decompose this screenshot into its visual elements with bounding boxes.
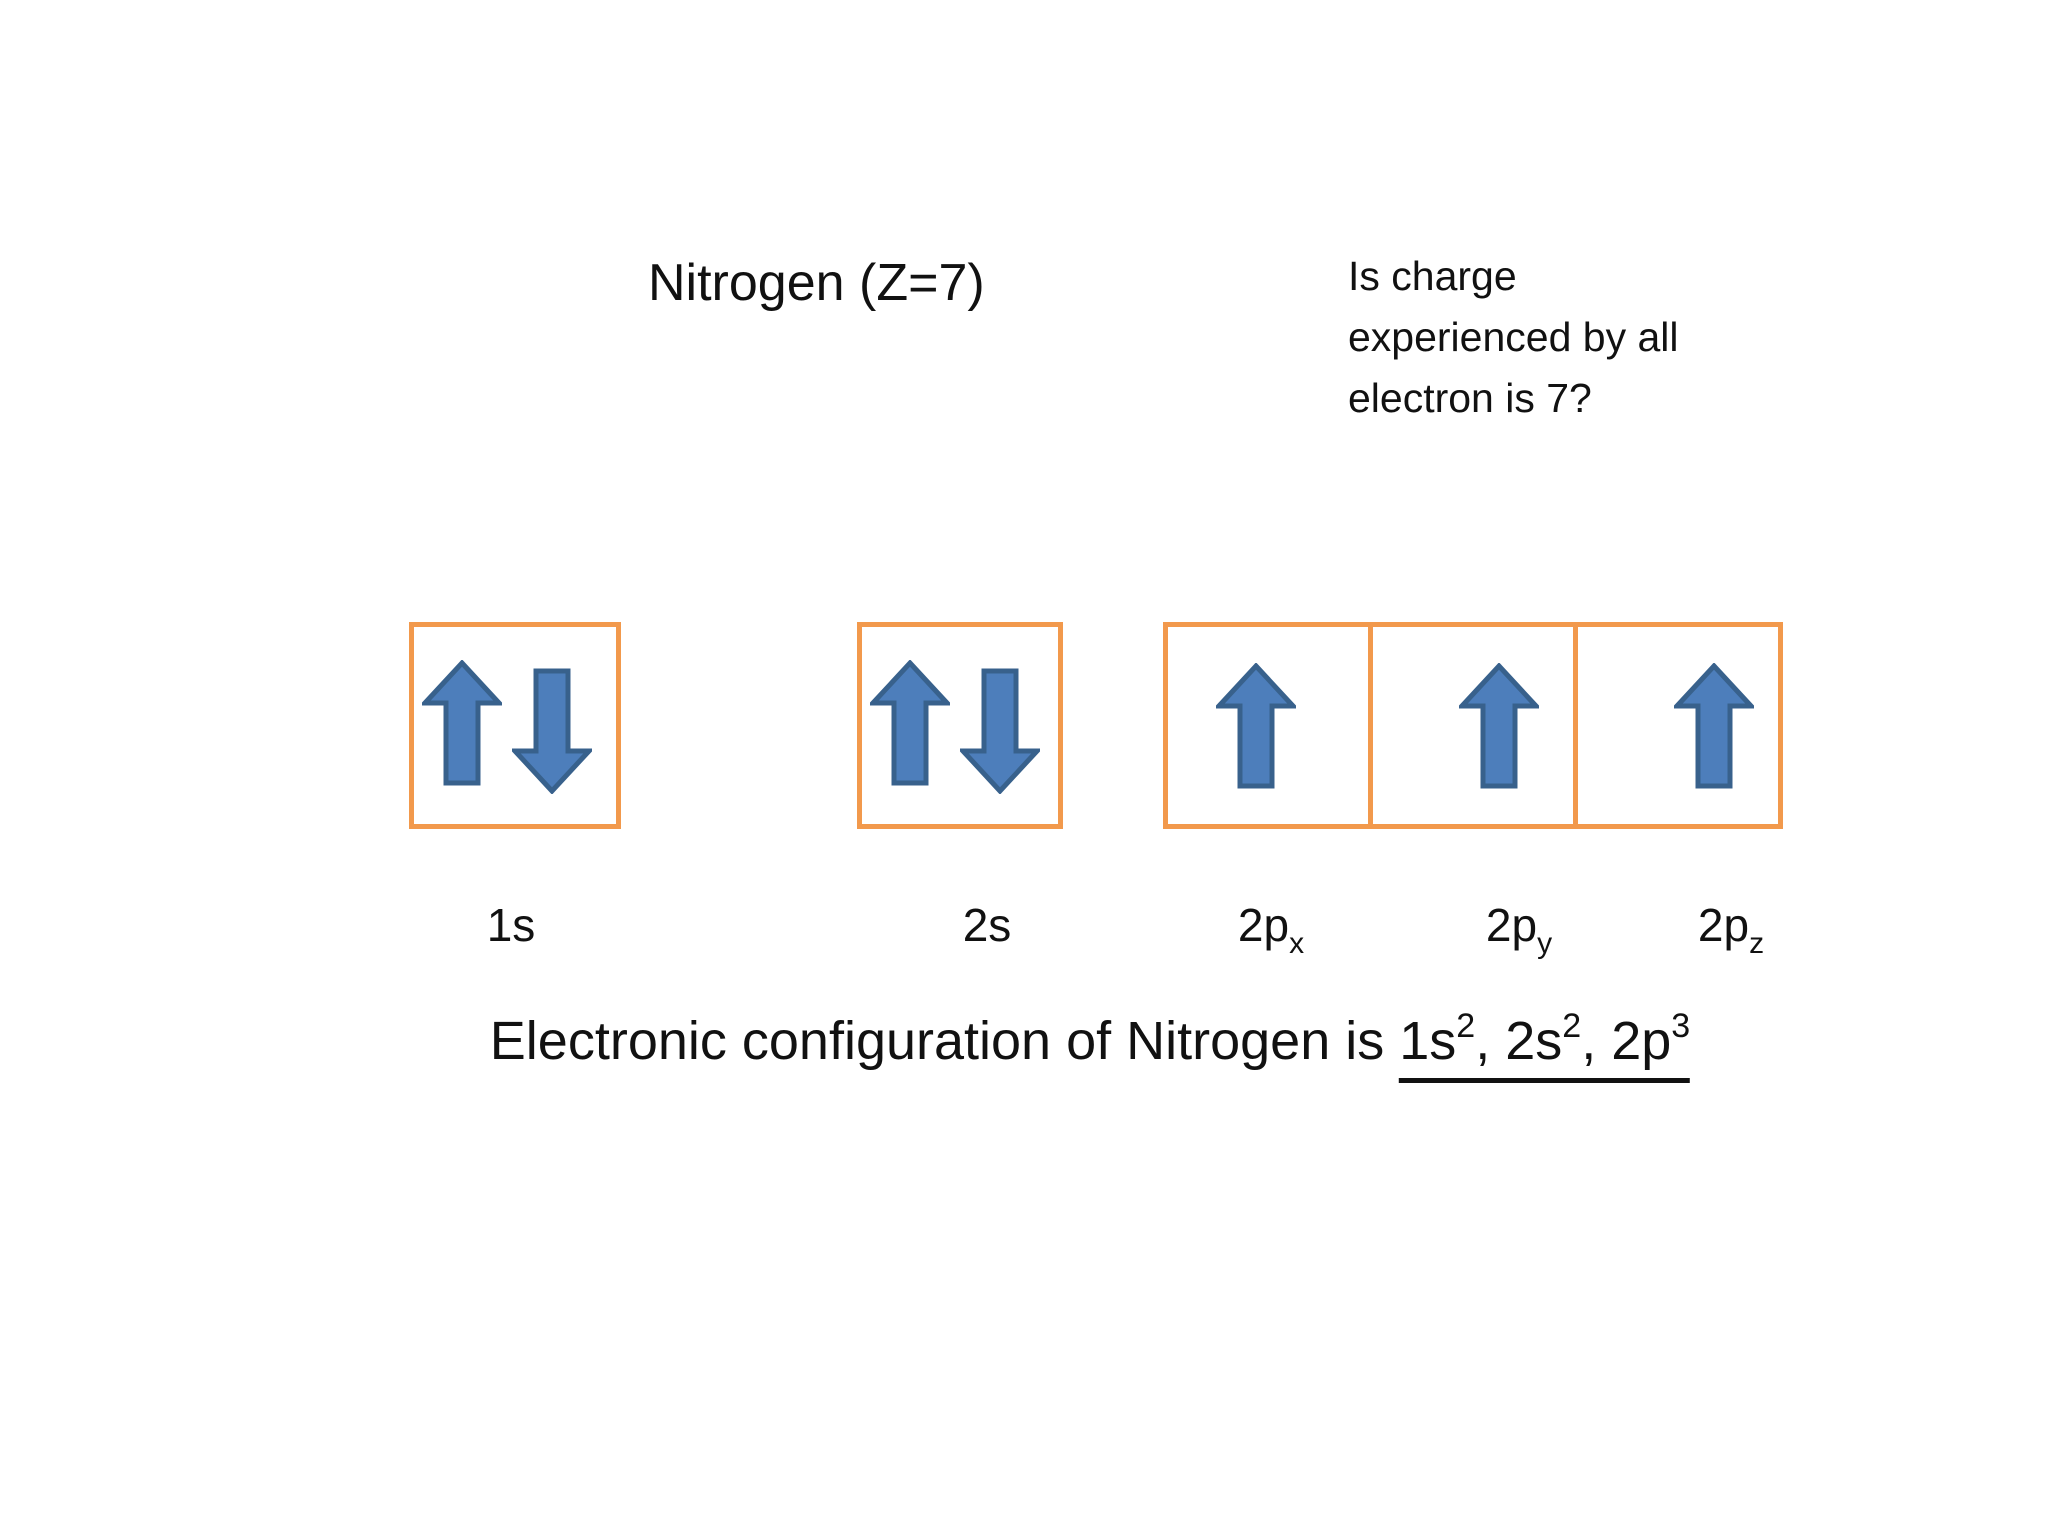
label-main: 2p — [1485, 899, 1538, 951]
label-main: 2p — [1697, 899, 1750, 951]
orbital-cell-2px — [1168, 627, 1368, 824]
spin-up-arrow-icon — [870, 660, 950, 786]
caption-configuration-underlined: 1s2, 2s2, 2p3 — [1399, 1006, 1691, 1084]
orbital-cell-2py — [1368, 627, 1573, 824]
label-main: 1s — [486, 899, 536, 951]
label-sub: x — [1289, 927, 1305, 960]
label-2py: 2py — [1485, 898, 1552, 960]
slide-title: Nitrogen (Z=7) — [648, 254, 985, 312]
config-superscript: 2 — [1456, 1007, 1476, 1045]
caption-prefix: Electronic configuration of Nitrogen is — [489, 1011, 1400, 1071]
label-1s: 1s — [487, 898, 536, 953]
orbital-box-1s — [409, 622, 621, 829]
label-main: 2s — [962, 899, 1012, 951]
config-base: 1s — [1399, 1011, 1457, 1071]
label-main: 2p — [1237, 899, 1290, 951]
question-line: Is charge — [1348, 253, 1517, 299]
spin-up-arrow-icon — [1459, 663, 1539, 789]
orbital-box-2s — [857, 622, 1063, 829]
config-base: 2p — [1611, 1011, 1672, 1071]
config-superscript: 3 — [1671, 1007, 1691, 1045]
question-note: Is charge experienced by all electron is… — [1348, 246, 1678, 429]
spin-down-arrow-icon — [960, 668, 1040, 794]
label-2s: 2s — [963, 898, 1012, 953]
config-separator: , — [1475, 1011, 1506, 1071]
question-line: electron is 7? — [1348, 375, 1592, 421]
orbital-cell-2pz — [1573, 627, 1778, 824]
config-superscript: 2 — [1562, 1007, 1582, 1045]
label-sub: z — [1749, 927, 1765, 960]
orbital-box-2p-group — [1163, 622, 1783, 829]
label-sub: y — [1537, 927, 1553, 960]
label-2pz: 2pz — [1697, 898, 1764, 960]
spin-down-arrow-icon — [512, 668, 592, 794]
spin-up-arrow-icon — [422, 660, 502, 786]
config-base: 2s — [1505, 1011, 1563, 1071]
label-2px: 2px — [1237, 898, 1304, 960]
config-separator: , — [1581, 1011, 1612, 1071]
question-line: experienced by all — [1348, 314, 1679, 360]
spin-up-arrow-icon — [1216, 663, 1296, 789]
spin-up-arrow-icon — [1674, 663, 1754, 789]
caption: Electronic configuration of Nitrogen is … — [489, 1006, 1691, 1084]
